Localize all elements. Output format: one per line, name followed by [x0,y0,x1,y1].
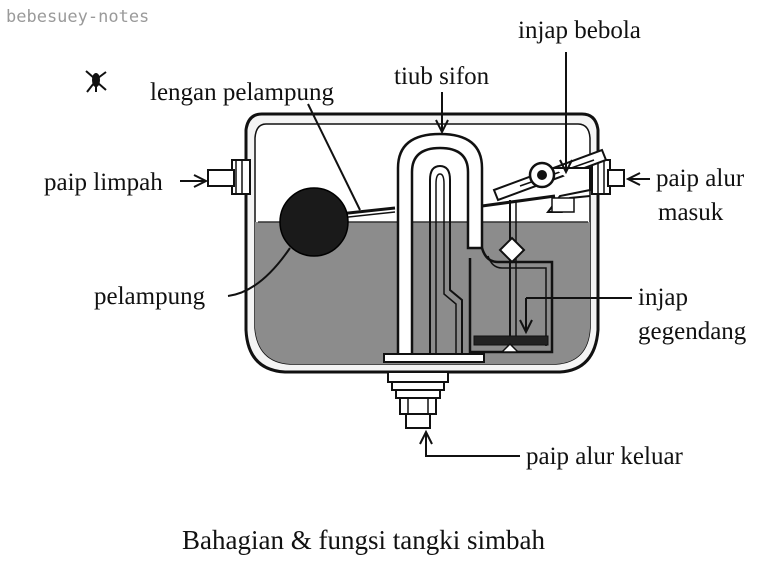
outlet-pipe [387,371,449,429]
float-ball [279,187,349,257]
label-injap-gegendang-line2: gegendang [638,318,747,345]
inlet-pipe [591,159,625,195]
label-paip-alur-keluar: paip alur keluar [526,443,684,470]
label-pelampung: pelampung [94,283,206,310]
mosquito-icon [85,70,107,93]
diaphragm-chamber [468,200,554,354]
label-paip-limpah: paip limpah [44,169,163,196]
ball-valve [492,148,608,213]
watermark-text: bebesuey-notes [6,7,149,27]
label-tiub-sifon: tiub sifon [394,63,490,90]
leader-lines [180,52,650,457]
label-paip-alur-masuk-line1: paip alur [656,165,745,192]
overflow-pipe [207,159,251,195]
diagram-caption: Bahagian & fungsi tangki simbah [182,525,545,555]
label-paip-alur-masuk-line2: masuk [658,199,724,226]
label-lengan-pelampung: lengan pelampung [150,79,334,106]
label-injap-bebola: injap bebola [518,17,641,44]
label-injap-gegendang-line1: injap [638,284,688,311]
